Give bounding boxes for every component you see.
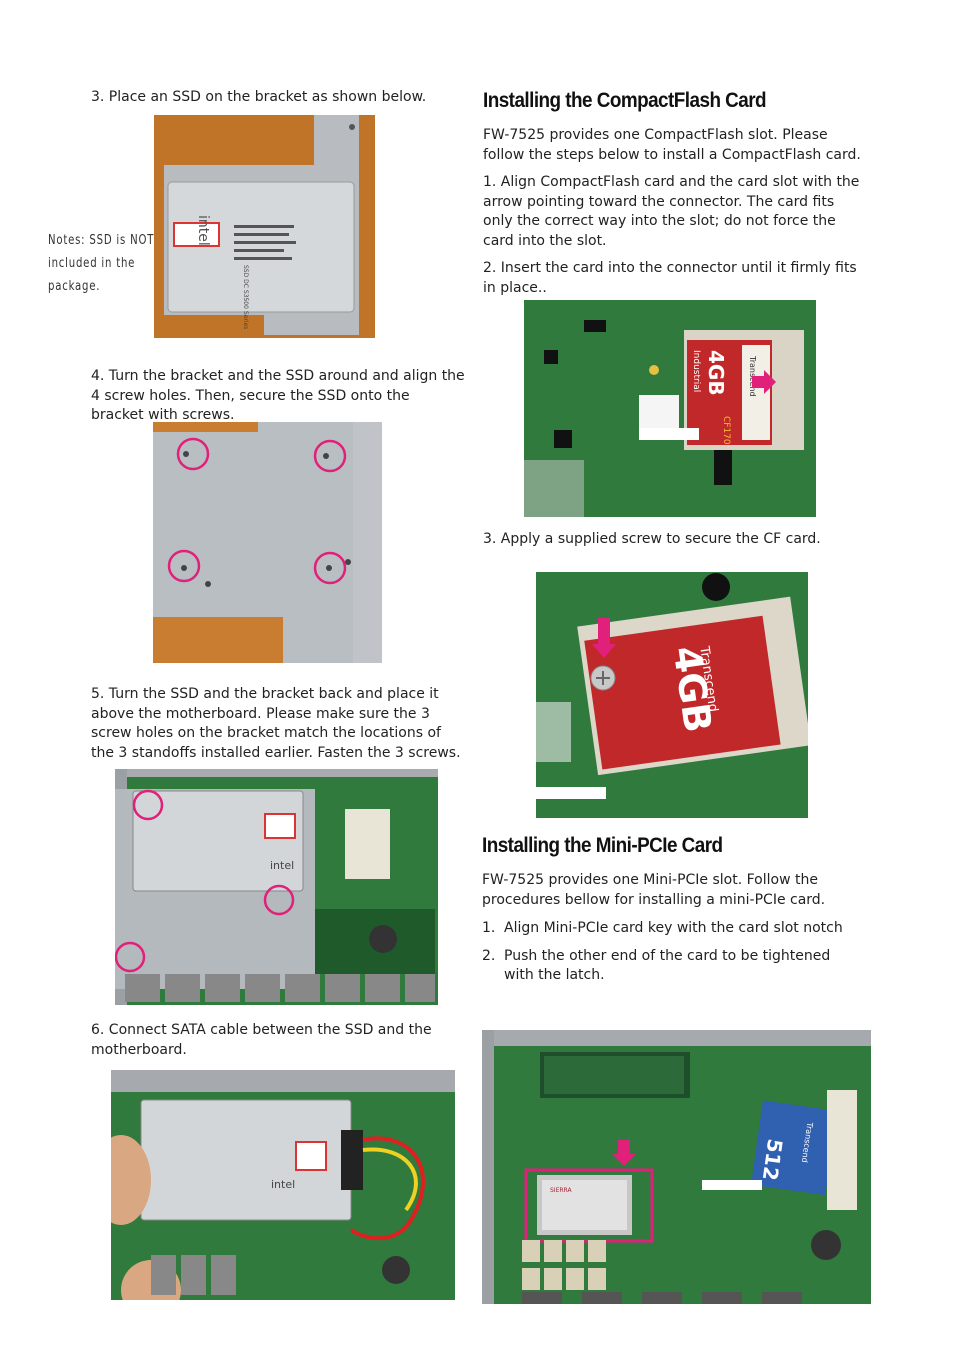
ssd-brand-label-2: intel [270, 859, 294, 872]
cf-model-label: CF170 [721, 416, 731, 445]
photo-bracket-screw-holes [153, 422, 382, 663]
ssd-step-5-text: 5. Turn the SSD and the bracket back and… [91, 686, 461, 761]
pcie-step-text: Align Mini-PCIe card key with the card s… [504, 920, 843, 936]
pcie-step: 1. Align Mini-PCIe card key with the card… [482, 919, 862, 939]
photo-ssd-on-bracket: intel SSD DC S3500 Series [154, 115, 375, 338]
cf-brand-label: Transcend [748, 355, 757, 397]
photo-cf-card-screw: 4GB Transcend [536, 572, 808, 818]
ssd-step-4-text: 4. Turn the bracket and the SSD around a… [91, 368, 465, 423]
ssd-brand-label: intel [195, 215, 211, 246]
photo-ssd-on-motherboard: intel [115, 769, 438, 1005]
pcie-brand-label: SIERRA [550, 1187, 572, 1194]
pcie-step-number: 2. [482, 947, 496, 964]
ssd-note: Notes: SSD is NOT included in the packag… [48, 233, 155, 294]
cf2-capacity-label: 512 [758, 1137, 788, 1182]
ssd-step-3-text: 3. Place an SSD on the bracket as shown … [91, 89, 427, 105]
cf-heading: Installing the CompactFlash Card [483, 89, 767, 112]
pcie-step-number: 1. [482, 920, 496, 936]
screw-hole-marker [176, 437, 210, 471]
cf-step-1-text: 1. Align CompactFlash card and the card … [483, 174, 860, 249]
photo-cf-card-insert: 4GB Industrial Transcend CF170 [524, 300, 816, 517]
ssd-model-label: SSD DC S3500 Series [242, 265, 249, 329]
pcie-step: 2. Push the other end of the card to be t… [482, 947, 862, 986]
photo-mini-pcie-card: 512 Transcend SIERRA [482, 1030, 871, 1304]
pcie-step-text: Push the other end of the card to be tig… [504, 947, 831, 984]
pcie-intro: FW-7525 provides one Mini-PCIe slot. Fol… [482, 872, 826, 908]
pcie-heading: Installing the Mini-PCIe Card [482, 834, 723, 857]
cf-grade-label: Industrial [691, 350, 701, 392]
screw-hole-marker [313, 551, 347, 585]
photo-sata-cable: intel [111, 1070, 455, 1300]
cf-step-2-text: 2. Insert the card into the connector un… [483, 260, 857, 296]
screw-hole-marker [167, 549, 201, 583]
cf-capacity-label: 4GB [704, 350, 728, 396]
ssd-brand-label-3: intel [271, 1178, 295, 1191]
pcie-steps-list: 1. Align Mini-PCIe card key with the card… [482, 919, 862, 994]
cf-step-3-text: 3. Apply a supplied screw to secure the … [483, 531, 821, 547]
screw-hole-marker [313, 439, 347, 473]
ssd-step-6-text: 6. Connect SATA cable between the SSD an… [91, 1022, 432, 1058]
cf-intro: FW-7525 provides one CompactFlash slot. … [483, 127, 861, 163]
